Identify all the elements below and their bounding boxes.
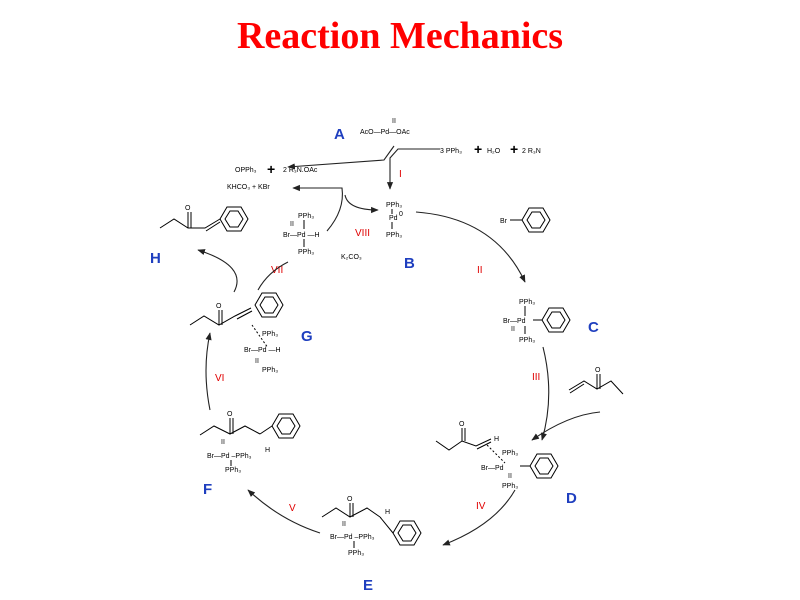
plus-2: + — [510, 141, 518, 157]
methyl-acrylate: O — [568, 367, 624, 395]
label-h: H — [150, 250, 161, 267]
svg-text:PPh₃: PPh₃ — [386, 202, 402, 209]
step-iv: IV — [476, 501, 486, 512]
step-ii: II — [477, 265, 483, 276]
svg-text:PPh₃: PPh₃ — [519, 299, 535, 306]
reagent-k2co3: K₂CO₃ — [341, 254, 362, 261]
svg-text:PPh₃: PPh₃ — [298, 249, 314, 256]
svg-text:O: O — [216, 303, 222, 310]
svg-text:II: II — [392, 118, 396, 125]
label-a: A — [334, 126, 345, 143]
arrow-step-ii — [415, 211, 526, 283]
arrow-step-vii — [197, 249, 238, 293]
reagent-pph3: 3 PPh₃ — [440, 148, 462, 155]
label-c: C — [588, 319, 599, 336]
arrow-step-viii — [344, 194, 379, 214]
svg-text:II: II — [342, 521, 346, 528]
label-g: G — [301, 328, 313, 345]
compound-e: O H II Br—Pd –PPh₃ PPh₃ — [321, 496, 422, 557]
arrow-step-iii — [540, 346, 550, 441]
compound-a: II AcO—Pd—OAc — [360, 118, 410, 136]
reagent-r3n: 2 R₃N — [522, 148, 541, 155]
svg-text:PPh₃: PPh₃ — [348, 550, 364, 557]
step-vii: VII — [271, 265, 283, 276]
svg-text:PPh₃: PPh₃ — [502, 450, 518, 457]
svg-text:Br—Pd —H: Br—Pd —H — [283, 232, 320, 239]
svg-text:O: O — [459, 421, 465, 428]
svg-text:Br—Pd —H: Br—Pd —H — [244, 347, 281, 354]
svg-text:PPh₃: PPh₃ — [298, 213, 314, 220]
svg-text:H: H — [265, 447, 270, 454]
label-b: B — [404, 255, 415, 272]
svg-text:Br—Pd –PPh₃: Br—Pd –PPh₃ — [330, 534, 375, 541]
label-e: E — [363, 577, 373, 594]
page-title: Reaction Mechanics — [236, 15, 564, 57]
svg-text:Pd: Pd — [389, 215, 398, 222]
step-v: V — [289, 503, 296, 514]
svg-text:PPh₃: PPh₃ — [262, 331, 278, 338]
svg-text:PPh₃: PPh₃ — [225, 467, 241, 474]
svg-text:AcO—Pd—OAc: AcO—Pd—OAc — [360, 129, 410, 136]
svg-text:II: II — [508, 473, 512, 480]
plus-1: + — [474, 141, 482, 157]
svg-text:Br—Pd: Br—Pd — [503, 318, 526, 325]
svg-text:O: O — [347, 496, 353, 503]
svg-text:Br—Pd: Br—Pd — [481, 465, 504, 472]
arrow-step-v — [247, 489, 321, 534]
svg-text:II: II — [221, 439, 225, 446]
compound-f: O H II Br—Pd –PPh₃ PPh₃ — [199, 411, 301, 474]
step-i: I — [399, 169, 402, 180]
svg-text:O: O — [185, 205, 191, 212]
compound-c: PPh₃ Br—Pd II PPh₃ — [503, 299, 571, 344]
step-iii: III — [532, 372, 540, 383]
label-d: D — [566, 490, 577, 507]
pd-hydride-complex: PPh₃ II Br—Pd —H PPh₃ — [283, 213, 320, 256]
compound-b: PPh₃ Pd 0 PPh₃ — [386, 202, 403, 239]
svg-text:H: H — [494, 436, 499, 443]
svg-text:II: II — [255, 358, 259, 365]
product-r3noac: 2 R₃N.OAc — [283, 167, 318, 174]
arrow-step-iv — [442, 489, 516, 546]
svg-text:O: O — [595, 367, 601, 374]
svg-text:O: O — [227, 411, 233, 418]
svg-text:H: H — [385, 509, 390, 516]
reagent-h2o: H₂O — [487, 148, 501, 155]
svg-text:II: II — [290, 221, 294, 228]
svg-text:Br: Br — [500, 218, 508, 225]
arrow-to-khco3 — [292, 184, 343, 232]
arrow-acrylate-in — [531, 411, 601, 441]
arrow-step-vi — [205, 332, 212, 411]
step-viii: VIII — [355, 228, 370, 239]
svg-text:PPh₃: PPh₃ — [386, 232, 402, 239]
svg-text:PPh₃: PPh₃ — [502, 483, 518, 490]
compound-h: O — [159, 205, 249, 232]
svg-text:PPh₃: PPh₃ — [519, 337, 535, 344]
svg-text:II: II — [511, 326, 515, 333]
arrow-step-i — [386, 148, 440, 190]
plus-3: + — [267, 161, 275, 177]
bromobenzene: Br — [500, 207, 551, 233]
label-f: F — [203, 481, 212, 498]
step-vi: VI — [215, 373, 224, 384]
compound-g: O PPh₃ Br—Pd —H II PPh₃ — [189, 292, 284, 374]
arrow-to-pd-hydride — [257, 261, 289, 291]
svg-text:PPh₃: PPh₃ — [262, 367, 278, 374]
svg-text:0: 0 — [399, 211, 403, 218]
product-opph3: OPPh₃ — [235, 167, 257, 174]
arrow-to-opph3 — [287, 145, 395, 170]
compound-d: O H PPh₃ Br—Pd II PPh₃ — [435, 421, 559, 490]
svg-text:Br—Pd –PPh₃: Br—Pd –PPh₃ — [207, 453, 252, 460]
product-khco3-kbr: KHCO₃ + KBr — [227, 184, 270, 191]
